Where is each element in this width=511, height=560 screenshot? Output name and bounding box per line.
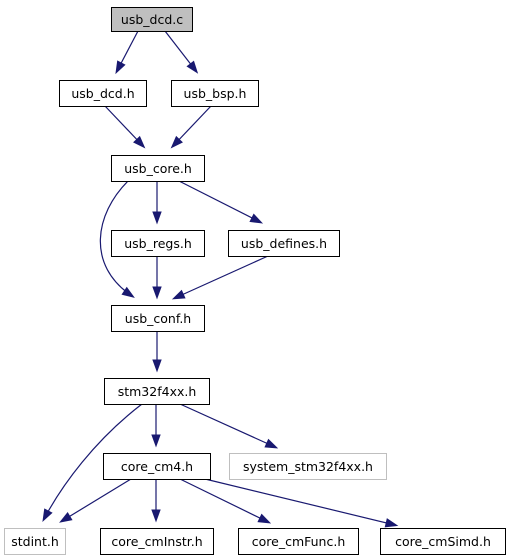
node-core-cmInstr-h[interactable]: core_cmInstr.h [100, 528, 214, 555]
edge-arrowhead [170, 135, 183, 149]
node-label: usb_bsp.h [184, 86, 247, 101]
node-label: core_cm4.h [121, 459, 193, 474]
edges-layer [42, 30, 399, 528]
node-label: usb_dcd.c [121, 12, 183, 27]
edge-stm32f4xx_h-to-stdint_h [42, 403, 143, 523]
node-box [229, 453, 387, 480]
edge-usb_core_h-to-usb_conf_h [99, 180, 135, 298]
node-core-cmFunc-h[interactable]: core_cmFunc.h [238, 528, 359, 555]
node-box [111, 7, 193, 32]
edge-arrowhead [264, 438, 279, 449]
edge-arrowhead [384, 518, 399, 528]
node-usb-dcd-c: usb_dcd.c [111, 7, 193, 32]
edge-arrowhead [151, 434, 161, 448]
edge-stm32f4xx_h-to-core_cm4_h [151, 404, 161, 448]
node-stm32f4xx-h[interactable]: stm32f4xx.h [104, 378, 210, 405]
node-usb-regs-h[interactable]: usb_regs.h [111, 230, 205, 257]
edge-stm32f4xx_h-to-system_stm32f4xx_h [179, 403, 279, 449]
edge-arrowhead [171, 289, 186, 300]
edge-line [174, 255, 269, 299]
node-label: stdint.h [11, 534, 59, 549]
edge-arrowhead [133, 135, 146, 149]
edge-line [61, 478, 132, 522]
node-usb-dcd-h[interactable]: usb_dcd.h [59, 80, 147, 107]
edge-arrowhead [121, 286, 135, 298]
node-usb-conf-h[interactable]: usb_conf.h [111, 305, 205, 332]
node-label: usb_core.h [124, 161, 192, 176]
edge-usb_defines_h-to-usb_conf_h [171, 255, 269, 300]
edge-usb_core_h-to-usb_regs_h [152, 181, 162, 225]
edge-line [204, 478, 396, 526]
edge-line [43, 403, 143, 520]
edge-arrowhead [257, 513, 272, 524]
node-stdint-h[interactable]: stdint.h [4, 528, 66, 555]
edge-arrowhead [151, 509, 161, 523]
node-box [59, 80, 147, 107]
node-label: usb_conf.h [125, 311, 191, 326]
node-system-stm32f4xx-h[interactable]: system_stm32f4xx.h [229, 453, 387, 480]
node-box [111, 230, 205, 257]
node-core-cmSimd-h[interactable]: core_cmSimd.h [380, 528, 506, 555]
edge-usb_conf_h-to-stm32f4xx_h [152, 331, 162, 373]
edge-usb_dcd_h-to-usb_core_h [104, 105, 146, 149]
node-box [4, 528, 66, 555]
edge-arrowhead [59, 512, 73, 523]
node-label: core_cmInstr.h [111, 534, 202, 549]
edge-line [179, 478, 269, 523]
edge-arrowhead [152, 211, 162, 225]
node-box [103, 453, 211, 480]
edge-arrowhead [186, 60, 199, 74]
edge-arrowhead [249, 213, 264, 224]
node-core-cm4-h[interactable]: core_cm4.h [103, 453, 211, 480]
node-box [228, 230, 340, 257]
nodes-layer: usb_dcd.c usb_dcd.h usb_bsp.h usb_core.husb… [4, 7, 506, 555]
node-box [111, 155, 205, 182]
node-box [238, 528, 359, 555]
edge-arrowhead [42, 508, 53, 523]
node-label: usb_dcd.h [71, 86, 134, 101]
edge-arrowhead [152, 359, 162, 373]
edge-usb_bsp_h-to-usb_core_h [170, 105, 212, 149]
edge-line [99, 180, 133, 297]
edge-line [179, 403, 276, 448]
edge-core_cm4_h-to-core_cmInstr_h [151, 479, 161, 523]
edge-arrowhead [115, 60, 126, 75]
node-label: usb_defines.h [241, 236, 327, 251]
node-usb-core-h[interactable]: usb_core.h [111, 155, 205, 182]
edge-arrowhead [152, 286, 162, 300]
node-label: usb_regs.h [124, 236, 192, 251]
node-label: core_cmSimd.h [395, 534, 491, 549]
node-box [111, 305, 205, 332]
edge-core_cm4_h-to-core_cmFunc_h [179, 478, 272, 524]
node-box [380, 528, 506, 555]
node-label: system_stm32f4xx.h [243, 459, 373, 474]
edge-core_cm4_h-to-stdint_h [59, 478, 132, 523]
edge-usb_dcd_c-to-usb_bsp_h [164, 30, 199, 74]
node-label: stm32f4xx.h [118, 384, 197, 399]
edge-core_cm4_h-to-core_cmSimd_h [204, 478, 399, 528]
edge-line [178, 180, 261, 223]
edge-usb_regs_h-to-usb_conf_h [152, 256, 162, 300]
node-label: core_cmFunc.h [252, 534, 346, 549]
node-usb-bsp-h[interactable]: usb_bsp.h [171, 80, 259, 107]
node-box [100, 528, 214, 555]
node-box [171, 80, 259, 107]
edge-usb_core_h-to-usb_defines_h [178, 180, 264, 224]
node-usb-defines-h[interactable]: usb_defines.h [228, 230, 340, 257]
edge-usb_dcd_c-to-usb_dcd_h [115, 30, 139, 75]
node-box [104, 378, 210, 405]
